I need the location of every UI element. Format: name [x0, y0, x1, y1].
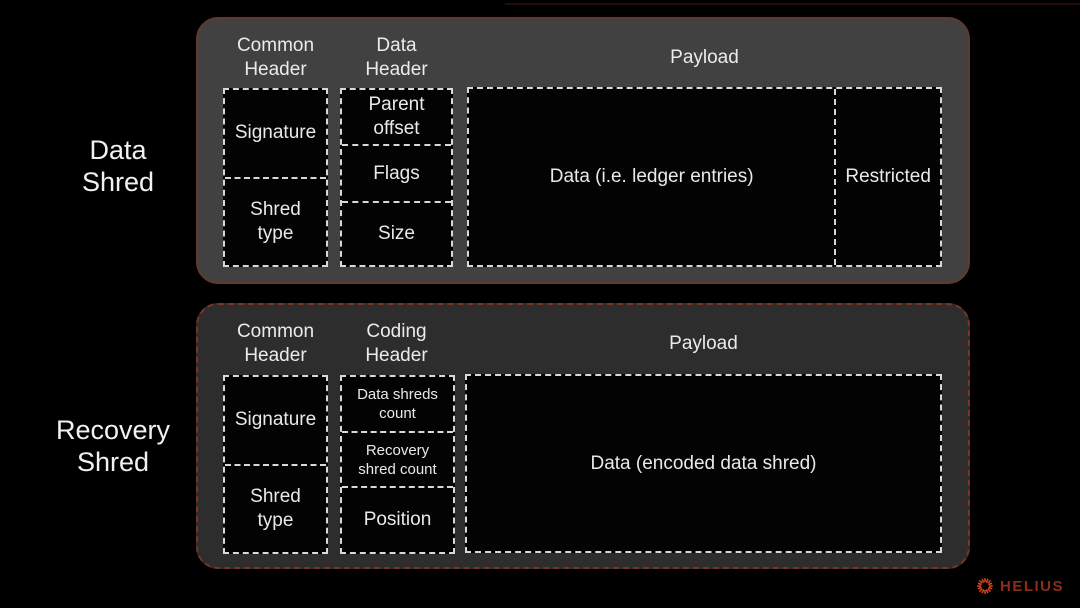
payload-column-title: Payload: [670, 47, 739, 68]
parent-offset-cell: Parent offset: [368, 94, 425, 140]
top-edge-artifact-line: [505, 3, 1080, 5]
recovery-shred-payload-box: Data (encoded data shred): [465, 374, 942, 553]
restricted-cell: Restricted: [834, 89, 940, 265]
recovery-shred-count-cell: Recovery shred count: [342, 431, 453, 486]
recovery-shred-row-label: Recovery Shred: [55, 415, 171, 477]
data-header-column-title: Data Header: [365, 35, 428, 80]
coding-header-column-title: Coding Header: [365, 321, 428, 366]
helius-starburst-icon: [977, 578, 993, 594]
data-header-cells: Parent offset Flags Size: [340, 88, 453, 267]
payload-column-title: Payload: [669, 333, 738, 354]
recovery-shred-panel: Common Header Coding Header Payload Sign…: [196, 303, 970, 569]
encoded-data-shred-cell: Data (encoded data shred): [590, 452, 817, 474]
signature-cell: Signature: [234, 409, 317, 431]
common-header-cells: Signature Shred type: [223, 375, 328, 554]
data-shred-row-label: Data Shred: [81, 135, 155, 197]
helius-logo: HELIUS: [976, 577, 1064, 595]
signature-cell: Signature: [234, 122, 317, 144]
ledger-entries-cell: Data (i.e. ledger entries): [549, 166, 754, 187]
shred-type-cell: Shred type: [225, 463, 326, 553]
flags-cell: Flags: [342, 144, 451, 200]
helius-brand-text: HELIUS: [999, 577, 1064, 595]
position-cell: Position: [342, 486, 453, 552]
coding-header-cells: Data shreds count Recovery shred count P…: [340, 375, 455, 554]
common-header-column-title: Common Header: [236, 321, 315, 366]
common-header-cells: Signature Shred type: [223, 88, 328, 267]
data-shred-payload-box: Data (i.e. ledger entries) Restricted: [467, 87, 942, 267]
size-cell: Size: [342, 200, 451, 265]
data-shreds-count-cell: Data shreds count: [357, 386, 438, 423]
shred-type-cell: Shred type: [225, 176, 326, 266]
common-header-column-title: Common Header: [236, 35, 315, 80]
data-shred-panel: Common Header Data Header Payload Signat…: [196, 17, 970, 284]
